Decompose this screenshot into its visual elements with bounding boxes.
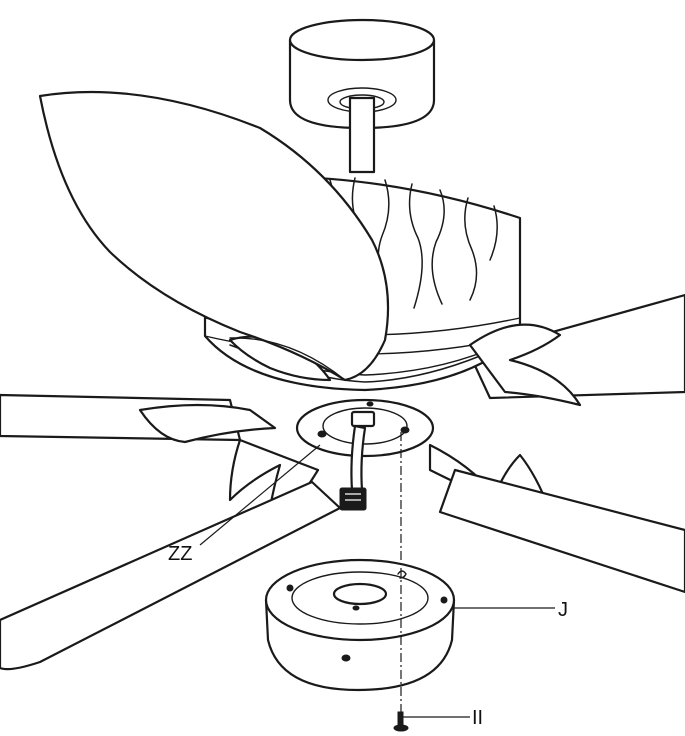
canopy bbox=[288, 18, 436, 130]
screw bbox=[393, 711, 409, 732]
label-ii: II bbox=[472, 707, 483, 729]
leader-zz bbox=[199, 444, 321, 546]
fan-blade-bottom-right bbox=[438, 468, 685, 594]
downrod bbox=[348, 96, 376, 174]
wiring-connector bbox=[339, 424, 367, 511]
fan-blade-bottom-left bbox=[0, 480, 342, 671]
fan-blade-top-left bbox=[38, 90, 390, 382]
label-zz: ZZ bbox=[168, 543, 192, 565]
light-kit-cover bbox=[264, 558, 456, 692]
label-j: J bbox=[558, 599, 568, 621]
